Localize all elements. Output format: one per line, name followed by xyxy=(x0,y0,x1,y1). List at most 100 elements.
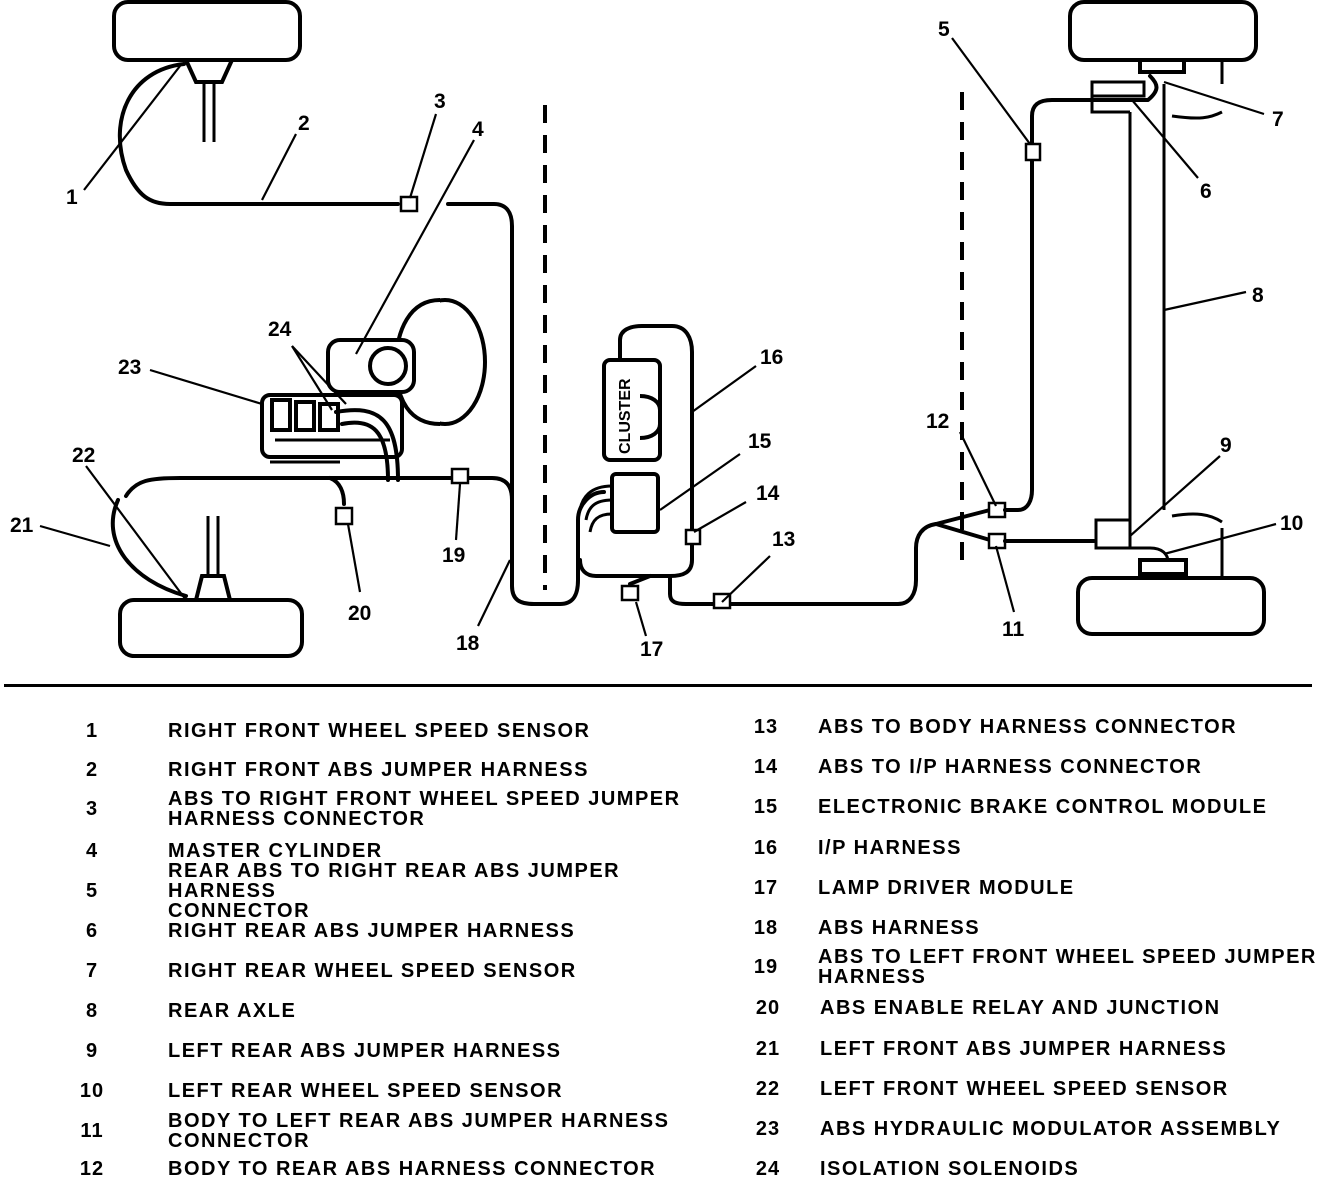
legend-label: ABS TO LEFT FRONT WHEEL SPEED JUMPER HAR… xyxy=(818,946,1317,988)
legend-number: 14 xyxy=(753,755,779,778)
legend-label: MASTER CYLINDER xyxy=(168,840,383,862)
lamp-driver-17 xyxy=(620,584,640,602)
callout-15: 15 xyxy=(748,430,772,453)
cluster-label: CLUSTER xyxy=(617,378,634,454)
callout-23: 23 xyxy=(118,356,141,379)
legend-number: 8 xyxy=(85,999,99,1022)
legend-item-2: 2 RIGHT FRONT ABS JUMPER HARNESS xyxy=(62,757,728,783)
leader-lines xyxy=(39,37,1277,637)
legend-number: 1 xyxy=(85,719,99,742)
legend-label: RIGHT REAR WHEEL SPEED SENSOR xyxy=(168,960,577,982)
legend-number: 2 xyxy=(85,758,99,781)
connector-19 xyxy=(450,467,470,485)
callout-13: 13 xyxy=(772,528,795,551)
legend-number: 18 xyxy=(753,916,779,939)
legend-label: ABS HYDRAULIC MODULATOR ASSEMBLY xyxy=(820,1118,1282,1140)
callout-7: 7 xyxy=(1272,108,1284,131)
abs-harness-main xyxy=(446,202,606,606)
callout-4: 4 xyxy=(472,118,484,141)
left-front-jumper-harness xyxy=(124,476,514,502)
callout-9: 9 xyxy=(1220,434,1232,457)
legend-label: LEFT REAR WHEEL SPEED SENSOR xyxy=(168,1080,564,1102)
legend-number: 3 xyxy=(85,797,99,820)
legend-item-20: 20 ABS ENABLE RELAY AND JUNCTION xyxy=(738,995,1320,1021)
callout-1: 1 xyxy=(66,186,78,209)
legend-label: LEFT FRONT WHEEL SPEED SENSOR xyxy=(820,1078,1229,1100)
legend-label: ABS ENABLE RELAY AND JUNCTION xyxy=(820,997,1221,1019)
legend-item-3: 3 ABS TO RIGHT FRONT WHEEL SPEED JUMPER H… xyxy=(62,788,728,830)
left-front-wheel xyxy=(118,516,304,658)
legend-number: 15 xyxy=(753,795,779,818)
ip-harness: CLUSTER xyxy=(578,324,694,578)
legend-label: BODY TO LEFT REAR ABS JUMPER HARNESS CON… xyxy=(168,1110,670,1152)
legend-label: RIGHT FRONT WHEEL SPEED SENSOR xyxy=(168,720,591,742)
legend-item-17: 17 LAMP DRIVER MODULE xyxy=(736,875,1318,901)
legend-number: 4 xyxy=(85,839,99,862)
callout-24: 24 xyxy=(268,318,292,341)
legend-label: RIGHT FRONT ABS JUMPER HARNESS xyxy=(168,759,589,781)
legend-number: 11 xyxy=(80,1119,104,1142)
connector-3 xyxy=(399,195,419,213)
callout-14: 14 xyxy=(756,482,780,505)
callout-18: 18 xyxy=(456,632,480,655)
connector-12 xyxy=(987,501,1007,519)
relay-20 xyxy=(334,506,354,526)
legend-number: 21 xyxy=(755,1037,781,1060)
legend-label: ABS TO BODY HARNESS CONNECTOR xyxy=(818,716,1238,738)
legend-number: 12 xyxy=(79,1157,105,1180)
legend-label: ABS TO RIGHT FRONT WHEEL SPEED JUMPER HA… xyxy=(168,788,681,830)
body-harness xyxy=(668,522,938,606)
connector-5 xyxy=(1024,142,1042,162)
legend-item-4: 4 MASTER CYLINDER xyxy=(62,838,728,864)
legend-item-6: 6 RIGHT REAR ABS JUMPER HARNESS xyxy=(62,918,728,944)
legend-number: 17 xyxy=(753,876,779,899)
callout-17: 17 xyxy=(640,638,663,661)
legend-number: 7 xyxy=(85,959,99,982)
callout-21: 21 xyxy=(10,514,34,537)
master-cylinder xyxy=(326,298,487,426)
callout-16: 16 xyxy=(760,346,783,369)
legend-label: ABS TO I/P HARNESS CONNECTOR xyxy=(818,756,1203,778)
callout-20: 20 xyxy=(348,602,371,625)
legend-item-14: 14 ABS TO I/P HARNESS CONNECTOR xyxy=(736,754,1318,780)
legend-label: LEFT FRONT ABS JUMPER HARNESS xyxy=(820,1038,1228,1060)
legend-label: LAMP DRIVER MODULE xyxy=(818,877,1075,899)
legend-label: REAR ABS TO RIGHT REAR ABS JUMPER HARNES… xyxy=(168,860,621,922)
legend-item-21: 21 LEFT FRONT ABS JUMPER HARNESS xyxy=(738,1036,1320,1062)
ebcm-module xyxy=(578,472,660,534)
legend-label: I/P HARNESS xyxy=(818,837,962,859)
legend-item-5: 5 REAR ABS TO RIGHT REAR ABS JUMPER HARNE… xyxy=(62,861,728,921)
legend-number: 5 xyxy=(85,879,99,902)
legend-label: ABS HARNESS xyxy=(818,917,981,939)
legend-item-1: 1 RIGHT FRONT WHEEL SPEED SENSOR xyxy=(62,718,728,744)
legend-number: 20 xyxy=(755,996,781,1019)
legend-number: 19 xyxy=(753,955,779,978)
callout-11: 11 xyxy=(1002,618,1025,641)
right-front-jumper-harness xyxy=(117,62,400,206)
callout-5: 5 xyxy=(938,18,950,41)
callout-2: 2 xyxy=(298,112,310,135)
connector-14 xyxy=(684,528,702,546)
legend-item-12: 12 BODY TO REAR ABS HARNESS CONNECTOR xyxy=(62,1156,728,1182)
legend-item-19: 19 ABS TO LEFT FRONT WHEEL SPEED JUMPER H… xyxy=(736,946,1318,988)
rear-axle xyxy=(1068,0,1266,636)
right-front-wheel xyxy=(112,0,302,142)
legend-item-7: 7 RIGHT REAR WHEEL SPEED SENSOR xyxy=(62,958,728,984)
legend-number: 6 xyxy=(85,919,99,942)
callout-10: 10 xyxy=(1280,512,1303,535)
callout-6: 6 xyxy=(1200,180,1212,203)
legend-item-11: 11 BODY TO LEFT REAR ABS JUMPER HARNESS C… xyxy=(62,1110,728,1152)
legend-label: RIGHT REAR ABS JUMPER HARNESS xyxy=(168,920,576,942)
legend-item-15: 15 ELECTRONIC BRAKE CONTROL MODULE xyxy=(736,794,1318,820)
legend-label: ELECTRONIC BRAKE CONTROL MODULE xyxy=(818,796,1268,818)
callout-22: 22 xyxy=(72,444,95,467)
legend-label: BODY TO REAR ABS HARNESS CONNECTOR xyxy=(168,1158,657,1180)
legend-number: 10 xyxy=(79,1079,105,1102)
abs-wiring-diagram: CLUSTER xyxy=(10,0,1303,661)
